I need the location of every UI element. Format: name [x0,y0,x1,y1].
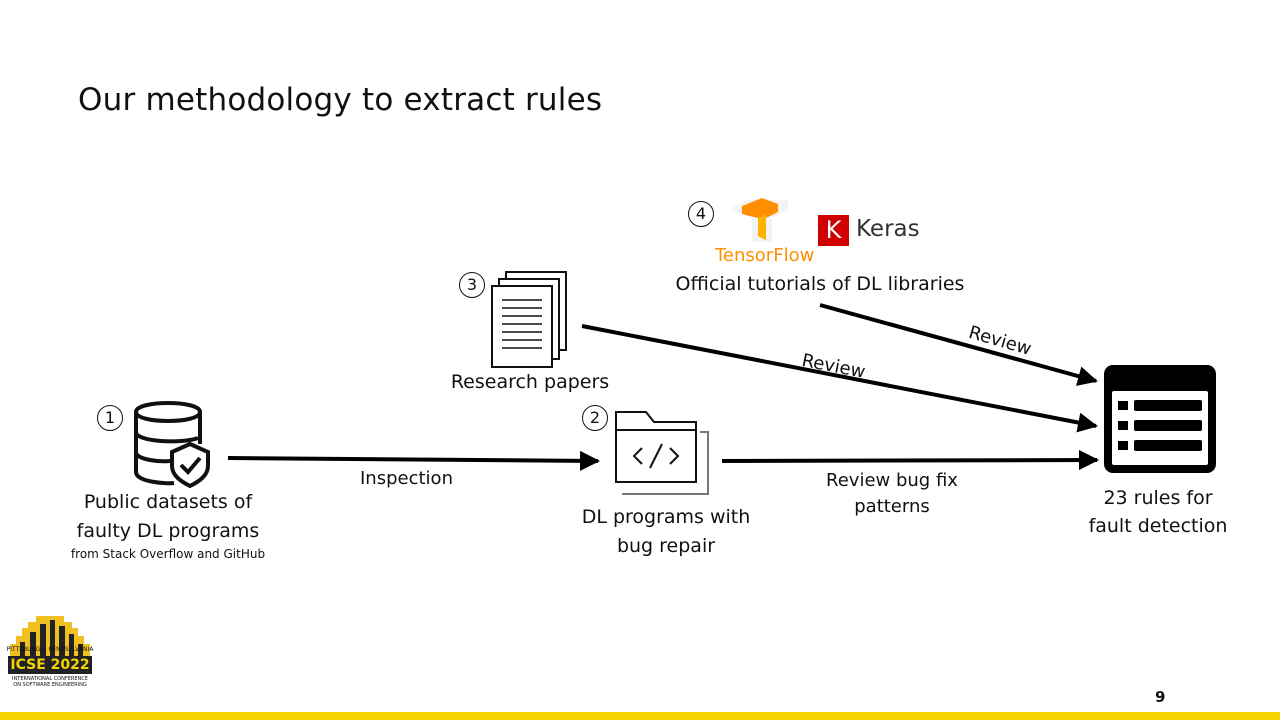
documents-icon [491,271,567,368]
code-folder-icon [615,411,709,495]
bottom-accent-bar [0,712,1280,720]
keras-wordmark: Keras [856,216,920,242]
tutorials-label: Official tutorials of DL libraries [675,273,965,295]
arrow-review-tutorials [819,303,1098,386]
database-shield-icon [133,401,210,488]
rules-list-icon [1104,365,1216,473]
logo-subtitle-2: ON SOFTWARE ENGINEERING [13,682,87,688]
icse-logo: PITTSBURGH, PENNSYLVANIA ICSE 2022 INTER… [6,614,94,690]
datasets-label-line2: faulty DL programs [76,520,260,542]
arrow-review-bugfix [721,450,1099,471]
tensorflow-logo-icon [732,198,788,242]
page-number: 9 [1155,688,1166,706]
datasets-subtitle: from Stack Overflow and GitHub [70,547,266,561]
programs-label-line2: bug repair [616,535,716,557]
edge-label-inspection: Inspection [360,468,453,489]
logo-title: ICSE 2022 [8,656,92,674]
programs-label-line1: DL programs with [581,506,751,528]
datasets-label-line1: Public datasets of [83,491,253,513]
keras-logo-icon: K [818,215,849,246]
arrow-inspection [227,450,600,471]
edge-label-review-bugfix-line1: Review bug fix [826,470,958,491]
step-number-4: 4 [688,201,714,227]
step-number-1: 1 [97,405,123,431]
logo-subtitle-1: INTERNATIONAL CONFERENCE [12,676,88,682]
tensorflow-wordmark: TensorFlow [715,245,815,266]
edge-label-review-bugfix-line2: patterns [854,496,930,517]
step-number-2: 2 [582,405,608,431]
slide-title: Our methodology to extract rules [78,82,603,118]
papers-label: Research papers [450,371,610,393]
rules-label-line1: 23 rules for [1103,487,1213,509]
city-skyline-icon [10,616,90,658]
rules-label-line2: fault detection [1088,515,1228,537]
step-number-3: 3 [459,272,485,298]
arrow-review-papers [581,324,1098,433]
logo-location: PITTSBURGH, PENNSYLVANIA [6,646,94,653]
